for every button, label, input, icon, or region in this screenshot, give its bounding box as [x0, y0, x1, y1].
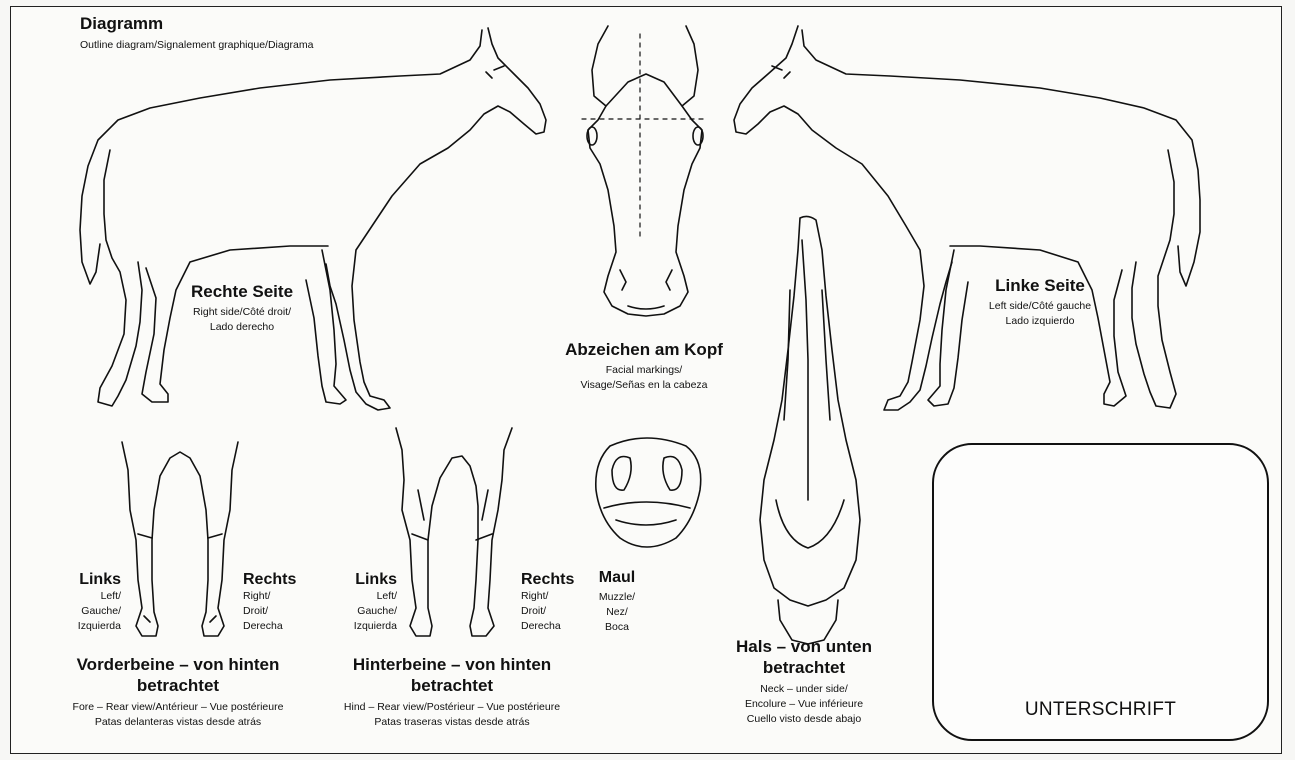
facial-markings-desc-1: Facial markings/ [565, 363, 723, 378]
neck-label: Hals – von unten betrachtet Neck – under… [736, 636, 872, 727]
left-side-label: Linke Seite Left side/Côté gauche Lado i… [989, 276, 1091, 329]
forelegs-right-desc-3: Derecha [243, 619, 296, 634]
forelegs-left-desc-3: Izquierda [78, 619, 121, 634]
hindlegs-title-1: Hinterbeine – von hinten [344, 654, 560, 675]
right-side-desc-2: Lado derecho [191, 320, 293, 335]
signature-box[interactable]: UNTERSCHRIFT [932, 443, 1269, 741]
muzzle-outline [596, 438, 701, 547]
hindlegs-right-desc-2: Droit/ [521, 604, 574, 619]
forelegs-desc-1: Fore – Rear view/Antérieur – Vue postéri… [73, 700, 284, 715]
muzzle-desc-3: Boca [599, 620, 635, 635]
hindlegs-left-label: Links Left/ Gauche/ Izquierda [354, 571, 397, 634]
hindlegs-left-desc-2: Gauche/ [354, 604, 397, 619]
forelegs-rear-view-outline [122, 442, 238, 636]
diagram-title: Diagramm [80, 14, 163, 34]
right-side-title: Rechte Seite [191, 282, 293, 302]
hindlegs-desc-1: Hind – Rear view/Postérieur – Vue postér… [344, 700, 560, 715]
left-side-title: Linke Seite [989, 276, 1091, 296]
facial-markings-title: Abzeichen am Kopf [565, 340, 723, 360]
muzzle-desc-2: Nez/ [599, 605, 635, 620]
hindlegs-right-desc-1: Right/ [521, 589, 574, 604]
hindlegs-right-label: Rechts Right/ Droit/ Derecha [521, 571, 574, 634]
muzzle-title: Maul [599, 569, 635, 587]
left-side-desc-2: Lado izquierdo [989, 314, 1091, 329]
hindlegs-right-title: Rechts [521, 571, 574, 589]
neck-desc-2: Encolure – Vue inférieure [736, 697, 872, 712]
hindlegs-left-desc-3: Izquierda [354, 619, 397, 634]
muzzle-desc-1: Muzzle/ [599, 590, 635, 605]
forelegs-right-label: Rechts Right/ Droit/ Derecha [243, 571, 296, 634]
muzzle-label: Maul Muzzle/ Nez/ Boca [599, 569, 635, 635]
forelegs-left-desc-1: Left/ [78, 589, 121, 604]
right-side-label: Rechte Seite Right side/Côté droit/ Lado… [191, 282, 293, 335]
forelegs-left-desc-2: Gauche/ [78, 604, 121, 619]
diagram-subtitle: Outline diagram/Signalement graphique/Di… [80, 38, 313, 53]
hindlegs-desc-2: Patas traseras vistas desde atrás [344, 715, 560, 730]
forelegs-left-title: Links [78, 571, 121, 589]
facial-markings-desc-2: Visage/Señas en la cabeza [565, 378, 723, 393]
signature-label: UNTERSCHRIFT [934, 699, 1267, 721]
right-side-desc-1: Right side/Côté droit/ [191, 305, 293, 320]
forelegs-title-1: Vorderbeine – von hinten [73, 654, 284, 675]
neck-desc-1: Neck – under side/ [736, 682, 872, 697]
forelegs-right-desc-1: Right/ [243, 589, 296, 604]
forelegs-right-title: Rechts [243, 571, 296, 589]
hindlegs-left-desc-1: Left/ [354, 589, 397, 604]
left-side-desc-1: Left side/Côté gauche [989, 299, 1091, 314]
forelegs-left-label: Links Left/ Gauche/ Izquierda [78, 571, 121, 634]
neck-title-2: betrachtet [736, 657, 872, 678]
hindlegs-left-title: Links [354, 571, 397, 589]
hindlegs-right-desc-3: Derecha [521, 619, 574, 634]
neck-desc-3: Cuello visto desde abajo [736, 712, 872, 727]
hindlegs-title-2: betrachtet [344, 675, 560, 696]
horse-right-side-outline [80, 28, 546, 410]
forelegs-desc-2: Patas delanteras vistas desde atrás [73, 715, 284, 730]
neck-title-1: Hals – von unten [736, 636, 872, 657]
horse-left-side-outline [734, 26, 1200, 410]
hindlegs-caption: Hinterbeine – von hinten betrachtet Hind… [344, 654, 560, 730]
forelegs-title-2: betrachtet [73, 675, 284, 696]
hindlegs-rear-view-outline [396, 428, 512, 636]
forelegs-caption: Vorderbeine – von hinten betrachtet Fore… [73, 654, 284, 730]
facial-markings-label: Abzeichen am Kopf Facial markings/ Visag… [565, 340, 723, 393]
forelegs-right-desc-2: Droit/ [243, 604, 296, 619]
neck-underside-outline [760, 216, 860, 644]
horse-head-front-outline [582, 26, 706, 316]
